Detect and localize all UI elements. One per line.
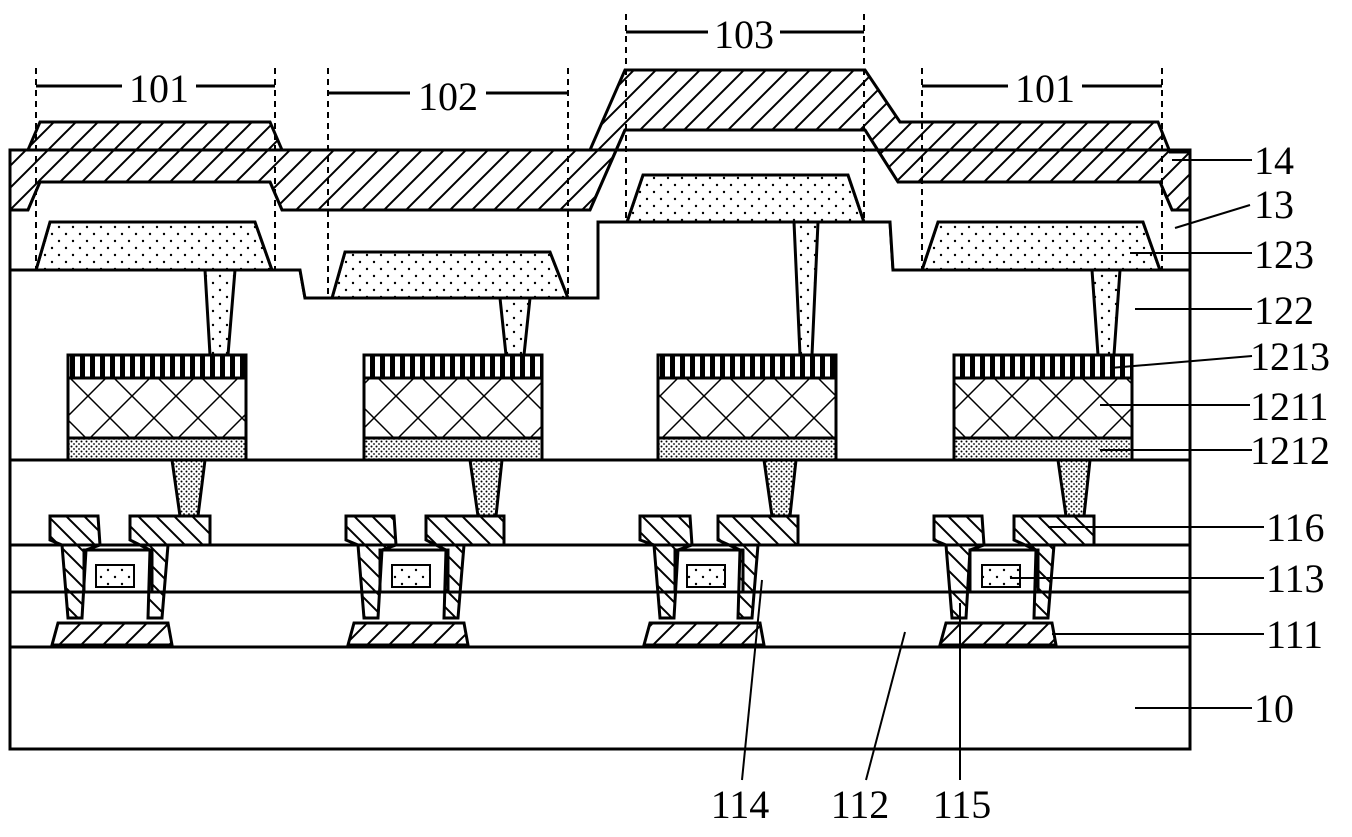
gate-111 <box>346 621 470 647</box>
active-inner <box>686 564 726 588</box>
label-122: 122 <box>1254 288 1314 333</box>
label-13: 13 <box>1254 182 1294 227</box>
label-1212: 1212 <box>1250 428 1330 473</box>
source-115 <box>48 514 102 620</box>
dimension-lines <box>36 30 1162 95</box>
label-10: 10 <box>1254 686 1294 731</box>
source-115 <box>638 514 694 620</box>
label-112: 112 <box>831 782 890 827</box>
substrate-layer-10 <box>8 645 1192 751</box>
gate-111 <box>642 621 766 647</box>
gate-111 <box>938 621 1058 647</box>
pad-1212 <box>362 436 544 462</box>
drain-116 <box>424 514 506 620</box>
label-123: 123 <box>1254 232 1314 277</box>
label-101-left: 101 <box>129 66 189 111</box>
layer-1211 <box>66 376 248 440</box>
layer-1213 <box>952 353 1134 380</box>
tft-2 <box>330 250 571 647</box>
active-inner <box>95 564 135 588</box>
drain-116 <box>1012 514 1096 620</box>
label-103: 103 <box>714 12 774 57</box>
source-115 <box>344 514 398 620</box>
layer-1211 <box>952 376 1134 440</box>
region-guides <box>35 14 1163 298</box>
label-14: 14 <box>1254 138 1294 183</box>
source-115 <box>932 514 986 620</box>
label-1211: 1211 <box>1250 384 1329 429</box>
active-inner <box>981 564 1021 588</box>
layer-1213 <box>66 353 248 380</box>
leader-lines <box>741 159 1264 781</box>
label-1213: 1213 <box>1250 334 1330 379</box>
layer-1211 <box>362 376 544 440</box>
label-113: 113 <box>1266 556 1325 601</box>
tft-3 <box>624 173 867 647</box>
drain-116 <box>716 514 800 620</box>
gate-111 <box>50 621 174 647</box>
label-101-right: 101 <box>1015 66 1075 111</box>
pad-1212 <box>66 436 248 462</box>
label-116: 116 <box>1266 505 1325 550</box>
active-inner <box>391 564 431 588</box>
drain-116 <box>128 514 212 620</box>
pad-1212 <box>656 436 838 462</box>
tft-1 <box>34 220 275 647</box>
label-102: 102 <box>418 74 478 119</box>
label-115: 115 <box>933 782 992 827</box>
label-111: 111 <box>1266 612 1323 657</box>
layer-1213 <box>362 353 544 380</box>
layer-1211 <box>656 376 838 440</box>
layer-1213 <box>656 353 838 380</box>
label-114: 114 <box>711 782 770 827</box>
